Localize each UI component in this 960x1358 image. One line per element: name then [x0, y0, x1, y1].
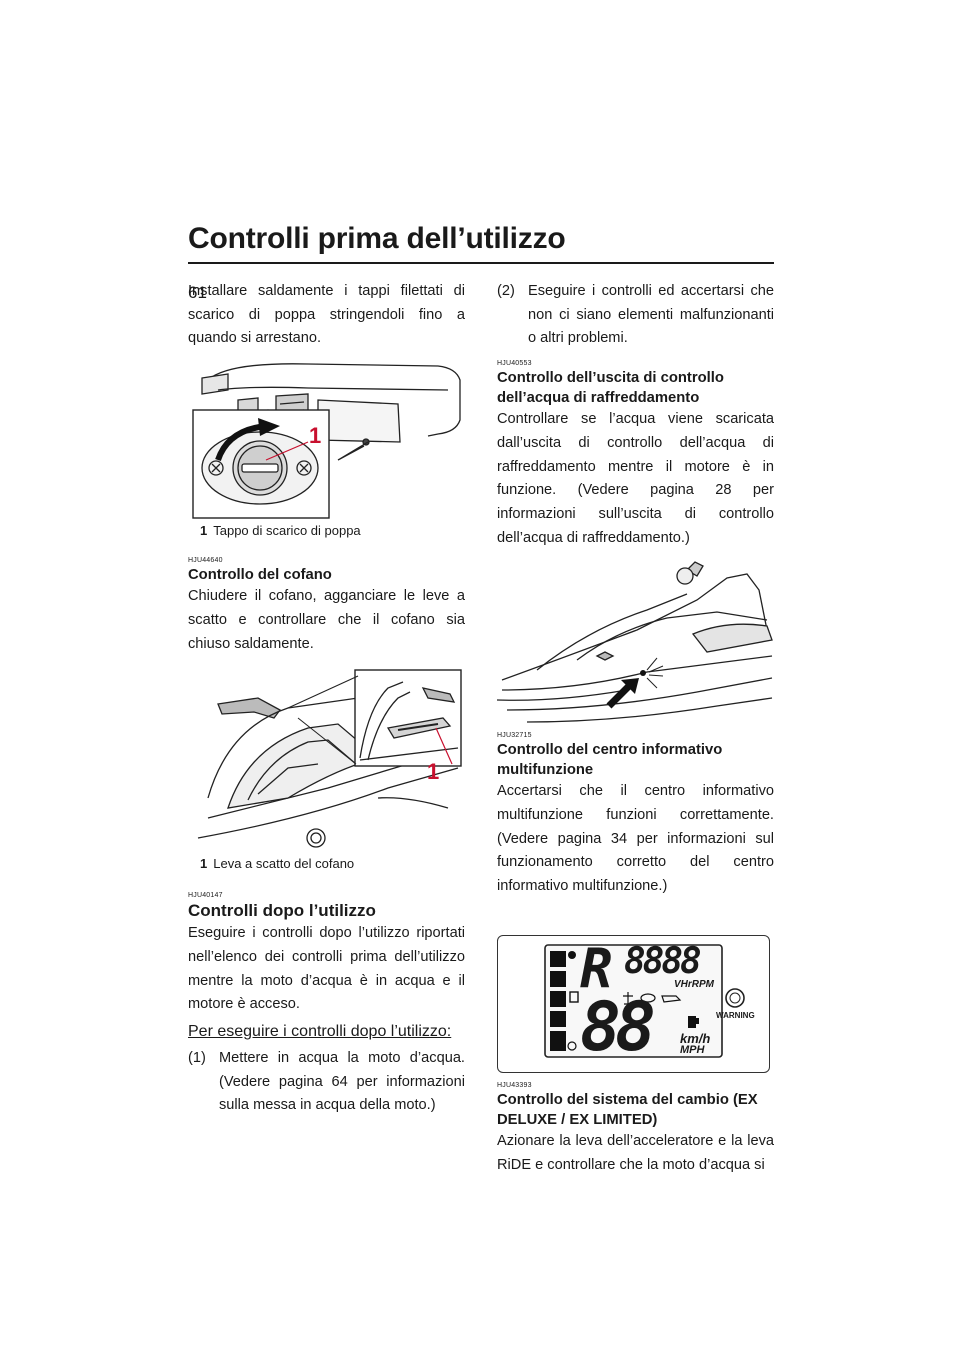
display-unit-rpm: VHrRPM: [674, 978, 715, 990]
figure-drain-plug: 1: [188, 360, 463, 521]
display-big-digits: 88: [580, 987, 656, 1067]
section-title-cambio: Controllo del sistema del cambio (EX DEL…: [497, 1091, 758, 1128]
callout-hood-latch: 1: [427, 759, 440, 785]
display-unit-mph: MPH: [680, 1043, 705, 1056]
step-1: (1) Mettere in acqua la moto d’acqua. (V…: [188, 1050, 465, 1114]
figure-cooling-outlet: [497, 560, 774, 726]
paragraph-dopo: Eseguire i controlli dopo l’utilizzo rip…: [188, 925, 465, 1013]
paragraph-cofano: Chiudere il cofano, agganciare le leve a…: [188, 588, 465, 652]
display-mode-indicator: R: [580, 936, 613, 1000]
section-code: HJU44640: [188, 557, 223, 565]
drain-plug-illustration: [192, 363, 461, 519]
info-display-illustration: [544, 944, 745, 1058]
page-number: 61: [188, 283, 207, 302]
cooling-outlet-illustration: [497, 561, 773, 723]
title-rule: [188, 262, 774, 264]
right-column: (2) Eseguire i controlli ed accertarsi c…: [497, 268, 774, 1177]
figure-hood-latch: 1: [188, 668, 463, 854]
section-code: HJU32715: [497, 732, 532, 740]
warning-label: WARNING: [716, 1010, 755, 1020]
section-title-cofano: Controllo del cofano: [188, 567, 332, 584]
intro-paragraph: Installare saldamente i tappi filettati …: [188, 283, 465, 347]
paragraph-centro: Accertarsi che il centro informativo mul…: [497, 783, 774, 895]
subheading-dopo: Per eseguire i controlli dopo l’utilizzo…: [188, 1023, 452, 1041]
paragraph-cambio: Azionare la leva dell’acceleratore e la …: [497, 1132, 774, 1173]
section-title-uscita: Controllo dell’uscita di controllo dell’…: [497, 370, 724, 407]
section-code: HJU43393: [497, 1081, 532, 1089]
figure-info-display: R 8888 VHrRPM 88 km/h MPH WARNING: [497, 934, 770, 1073]
step-2: (2) Eseguire i controlli ed accertarsi c…: [497, 283, 774, 347]
hood-latch-illustration: [197, 669, 462, 848]
callout-drain-plug: 1: [309, 423, 322, 449]
page-title: Controlli prima dell’utilizzo: [188, 222, 566, 255]
section-code: HJU40553: [497, 360, 532, 368]
section-title-centro: Controllo del centro informativo multifu…: [497, 742, 723, 779]
section-title-dopo: Controlli dopo l’utilizzo: [188, 901, 376, 921]
display-small-digits: 8888: [624, 940, 702, 982]
paragraph-uscita: Controllare se l’acqua viene scaricata d…: [497, 411, 774, 546]
display-unit-kmh: km/h: [680, 1030, 711, 1046]
section-code: HJU40147: [188, 892, 223, 900]
left-column: Installare saldamente i tappi filettati …: [188, 268, 465, 1118]
